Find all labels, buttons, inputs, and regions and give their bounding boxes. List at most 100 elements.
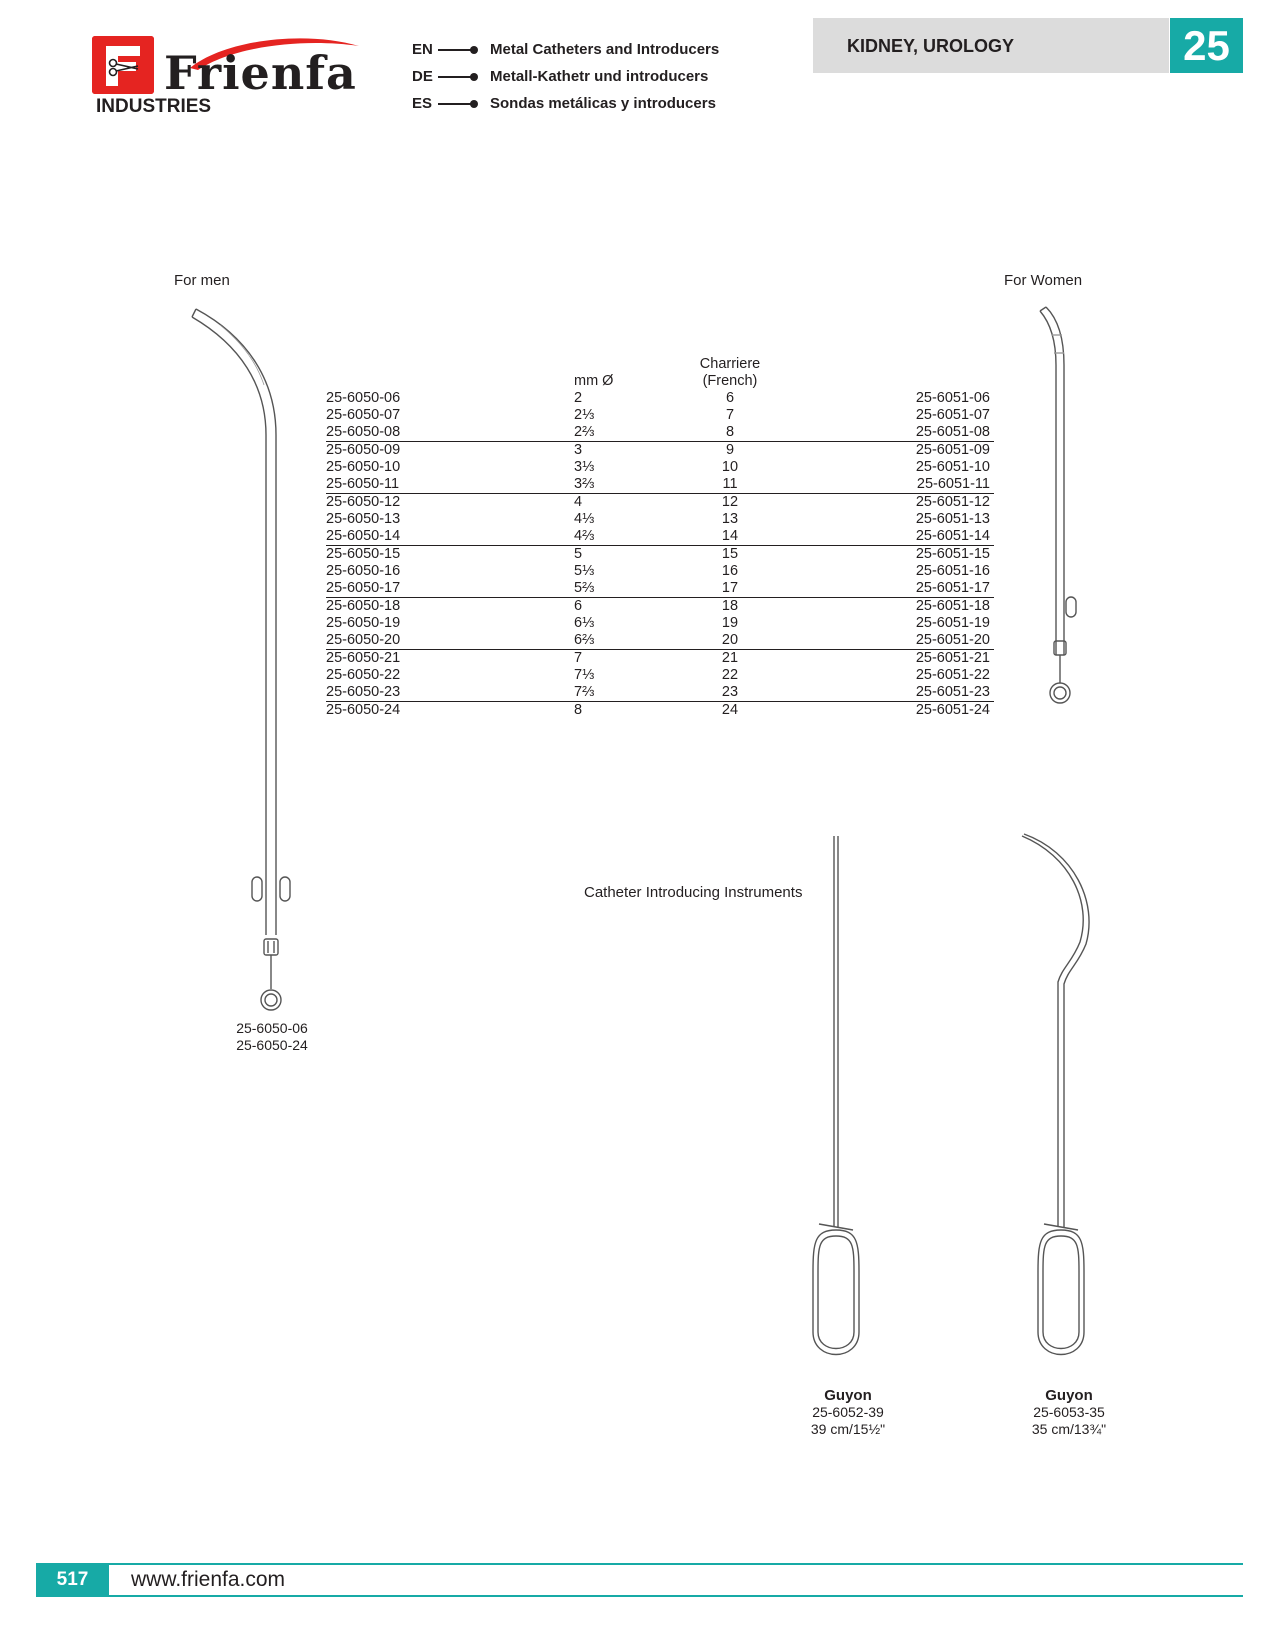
men-code-cell: 25-6050-07	[326, 407, 401, 423]
men-code-cell: 25-6050-20	[326, 632, 574, 650]
men-code-cell: 25-6050-21	[326, 650, 401, 666]
charriere-cell: 16	[721, 563, 739, 579]
diameter-cell: 5⅓	[574, 563, 595, 579]
guyon-2-name: Guyon	[1045, 1387, 1093, 1404]
charriere-cell: 9	[725, 442, 735, 458]
table-header-row: mm Ø Charriere (French)	[326, 356, 994, 390]
charriere-cell: 6	[725, 390, 735, 406]
women-code-cell: 25-6051-08	[776, 424, 994, 442]
language-title: Sondas metálicas y introducers	[490, 95, 716, 112]
diameter-cell: 7⅓	[574, 667, 595, 683]
diameter-cell: 8	[574, 702, 583, 718]
language-title: Metall-Kathetr und introducers	[490, 68, 709, 85]
women-code-cell: 25-6051-23	[776, 684, 994, 702]
women-code-cell: 25-6051-12	[915, 494, 990, 510]
women-code-cell: 25-6051-20	[776, 632, 994, 650]
diameter-cell: 7⅔	[574, 684, 684, 702]
men-caption-line1: 25-6050-06	[236, 1020, 308, 1036]
charriere-cell: 7	[725, 407, 735, 423]
guyon-1-size: 39 cm/15½"	[810, 1421, 886, 1437]
charriere-cell: 12	[721, 494, 739, 510]
men-code-cell: 25-6050-15	[326, 546, 401, 562]
men-code-cell: 25-6050-16	[326, 563, 401, 579]
pointer-line	[438, 103, 474, 105]
language-code: ES	[412, 95, 433, 112]
charriere-cell: 19	[721, 615, 739, 631]
charriere-cell: 24	[721, 702, 739, 718]
charriere-cell: 18	[721, 598, 739, 614]
women-code-cell: 25-6051-16	[915, 563, 990, 579]
charriere-cell: 14	[684, 528, 776, 546]
language-code: DE	[412, 68, 433, 85]
charriere-cell: 13	[721, 511, 739, 527]
charriere-cell: 23	[684, 684, 776, 702]
introducing-label: Catheter Introducing Instruments	[584, 884, 803, 901]
diameter-cell: 6⅔	[574, 632, 684, 650]
for-men-label: For men	[174, 272, 230, 289]
language-row-de: DE Metall-Kathetr und introducers	[412, 66, 732, 88]
men-code-cell: 25-6050-19	[326, 615, 401, 631]
women-code-cell: 25-6051-07	[915, 407, 990, 423]
language-row-es: ES Sondas metálicas y introducers	[412, 93, 732, 115]
diameter-cell: 7	[574, 650, 583, 666]
men-code-cell: 25-6050-24	[326, 702, 401, 718]
charriere-cell: 17	[684, 580, 776, 598]
women-code-cell: 25-6051-21	[915, 650, 990, 666]
pointer-dot	[470, 73, 478, 81]
diameter-cell: 3	[574, 442, 583, 458]
men-code-cell: 25-6050-17	[326, 580, 574, 598]
pointer-line	[438, 76, 474, 78]
charriere-cell: 21	[721, 650, 739, 666]
table-row: 25-6050-16 5⅓ 16 25-6051-16	[326, 563, 994, 580]
header-charriere: Charriere (French)	[684, 356, 776, 390]
women-code-cell: 25-6051-06	[915, 390, 990, 406]
section-bar: KIDNEY, UROLOGY	[813, 18, 1169, 73]
language-row-en: EN Metal Catheters and Introducers	[412, 39, 732, 61]
men-code-cell: 25-6050-10	[326, 459, 401, 475]
women-code-cell: 25-6051-13	[915, 511, 990, 527]
footer-rule-bottom	[36, 1595, 1243, 1597]
women-code-cell: 25-6051-22	[915, 667, 990, 683]
diameter-cell: 2⅔	[574, 424, 684, 442]
guyon-1-code: 25-6052-39	[812, 1404, 884, 1420]
men-caption-line2: 25-6050-24	[236, 1037, 308, 1053]
guyon-2-code: 25-6053-35	[1033, 1404, 1105, 1420]
website-link[interactable]: www.frienfa.com	[131, 1568, 286, 1591]
pointer-dot	[470, 100, 478, 108]
language-title: Metal Catheters and Introducers	[490, 41, 720, 58]
women-code-cell: 25-6051-19	[915, 615, 990, 631]
men-code-cell: 25-6050-11	[326, 476, 574, 494]
diameter-cell: 2	[574, 390, 583, 406]
women-code-cell: 25-6051-10	[915, 459, 990, 475]
guyon-2-size: 35 cm/13¾"	[1031, 1421, 1107, 1437]
men-code-cell: 25-6050-13	[326, 511, 401, 527]
page-number: 517	[36, 1565, 109, 1595]
header-charriere-line1: Charriere	[699, 356, 761, 372]
diameter-cell: 5	[574, 546, 583, 562]
charriere-cell: 8	[684, 424, 776, 442]
charriere-cell: 20	[684, 632, 776, 650]
logo-mark	[92, 36, 154, 94]
men-caption: 25-6050-06 25-6050-24	[222, 1020, 322, 1054]
men-code-cell: 25-6050-14	[326, 528, 574, 546]
guyon-2-caption: Guyon 25-6053-35 35 cm/13¾"	[1009, 1387, 1129, 1438]
diameter-cell: 6⅓	[574, 615, 595, 631]
women-code-cell: 25-6051-18	[915, 598, 990, 614]
section-number: 25	[1170, 18, 1243, 73]
women-code-cell: 25-6051-15	[915, 546, 990, 562]
diameter-cell: 4	[574, 494, 583, 510]
pointer-dot	[470, 46, 478, 54]
diameter-cell: 5⅔	[574, 580, 684, 598]
